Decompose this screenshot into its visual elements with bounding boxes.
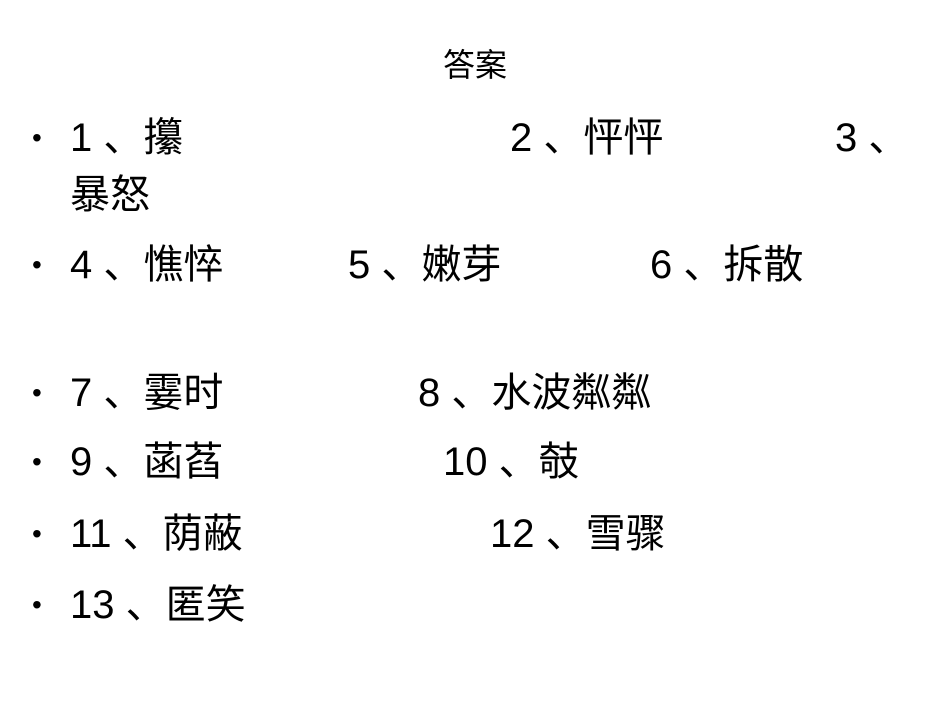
slide-title: 答案 <box>442 46 507 84</box>
answer-5: 5 、嫩芽 <box>348 242 502 288</box>
answer-12: 12 、雪骤 <box>490 511 666 557</box>
answer-6: 6 、拆散 <box>650 242 804 288</box>
answer-11: 11 、荫蔽 <box>70 511 243 557</box>
answer-1: 1 、攥 <box>70 115 184 161</box>
bullet: • <box>32 122 42 153</box>
bullet: • <box>32 377 42 408</box>
answer-8: 8 、水波粼粼 <box>418 370 652 416</box>
answer-3-word: 暴怒 <box>70 172 150 218</box>
bullet: • <box>32 589 42 620</box>
bullet: • <box>32 249 42 280</box>
answer-3-number: 3 、 <box>835 115 909 161</box>
answer-10: 10 、攲 <box>443 439 579 485</box>
answer-4: 4 、憔悴 <box>70 242 224 288</box>
answer-9: 9 、菡萏 <box>70 439 224 485</box>
bullet: • <box>32 518 42 549</box>
answer-13: 13 、匿笑 <box>70 582 246 628</box>
answer-2: 2 、怦怦 <box>510 115 664 161</box>
bullet: • <box>32 446 42 477</box>
answer-7: 7 、霎时 <box>70 370 224 416</box>
